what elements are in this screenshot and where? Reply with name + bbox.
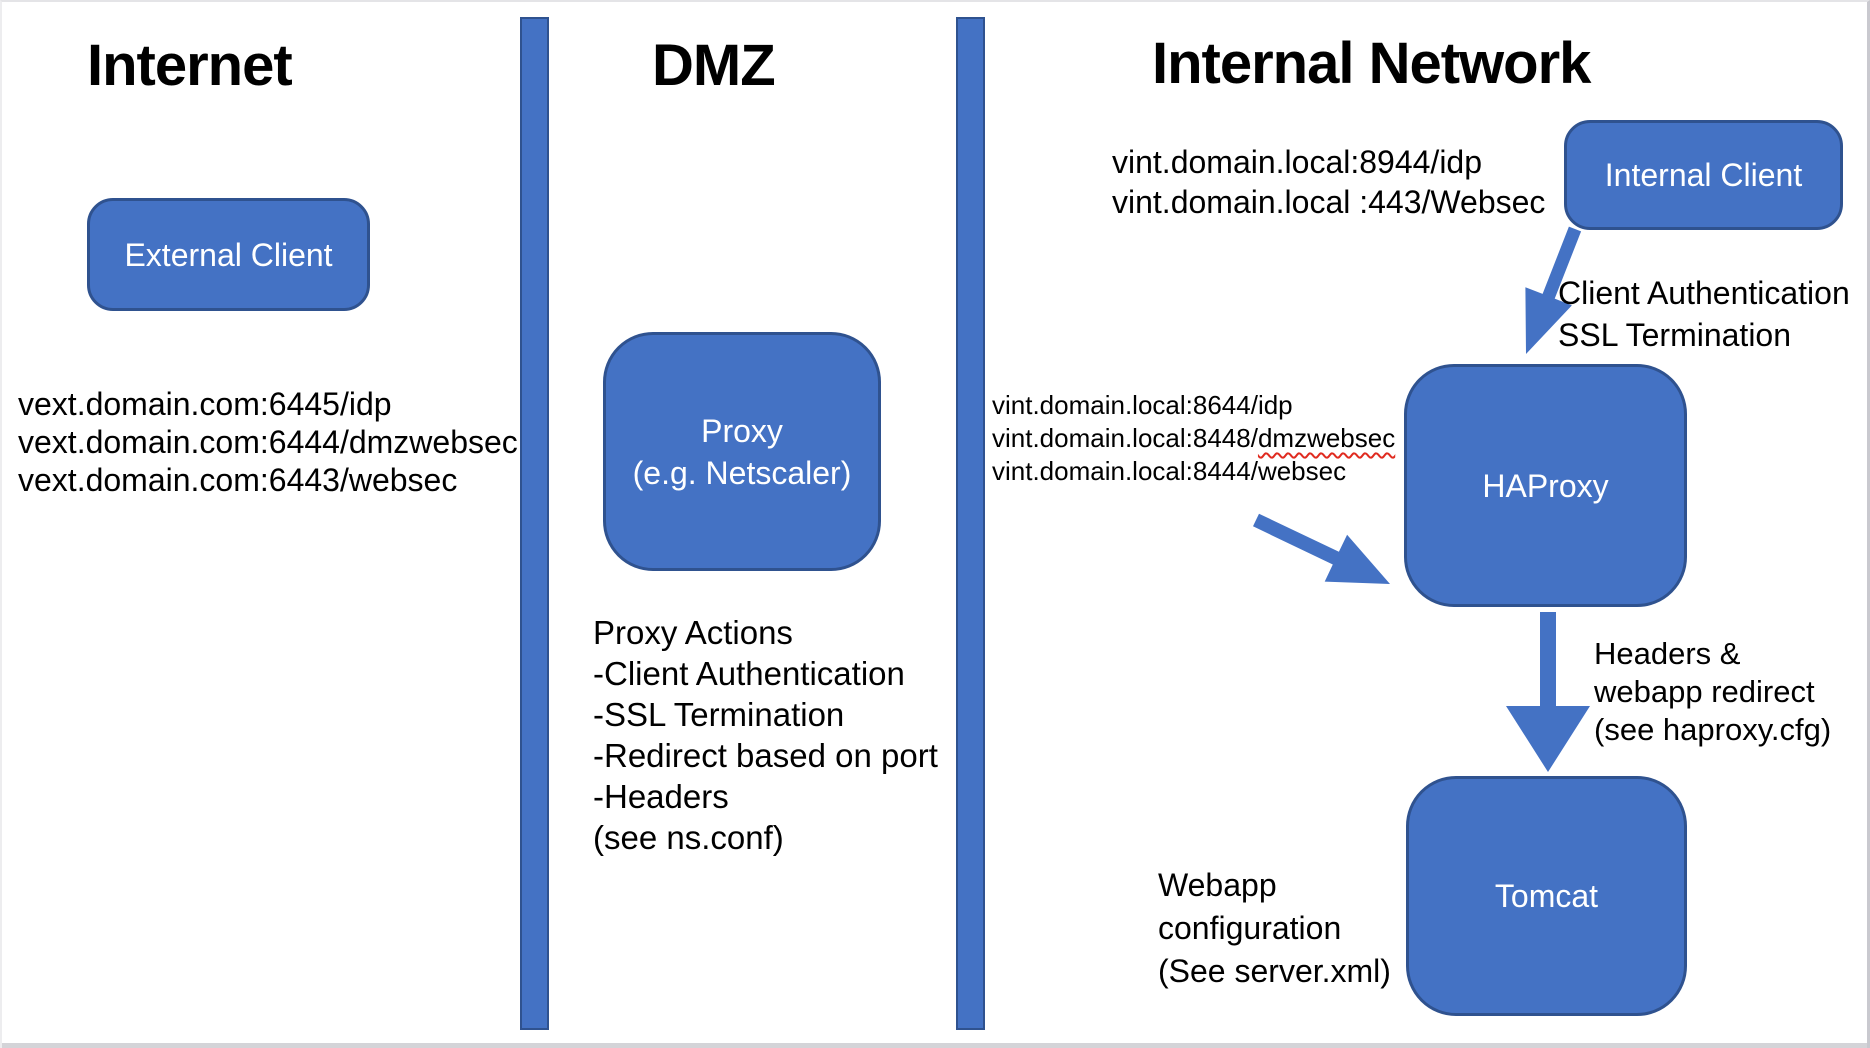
- external-endpoint-line: vext.domain.com:6443/websec: [18, 462, 458, 498]
- dmz-zone-heading: DMZ: [652, 33, 776, 98]
- tomcat-node: Tomcat: [1406, 776, 1687, 1016]
- haproxy-endpoint-line: vint.domain.local:8644/idp: [992, 390, 1293, 420]
- internal-client-endpoint-line: vint.domain.local :443/Websec: [1112, 184, 1546, 220]
- internal-client-endpoint-line: vint.domain.local:8944/idp: [1112, 144, 1483, 180]
- external-endpoint-line: vext.domain.com:6444/dmzwebsec: [18, 424, 518, 460]
- haproxy-endpoint-line: vint.domain.local:8448/dmzwebsec: [992, 422, 1395, 455]
- proxy-actions-line: (see ns.conf): [593, 819, 784, 856]
- tomcat-label: Tomcat: [1494, 878, 1599, 914]
- haproxy-endpoint-line: vint.domain.local:8444/websec: [992, 456, 1347, 486]
- proxy-actions-line: Proxy Actions: [593, 614, 793, 651]
- proxy-actions-line: -SSL Termination: [593, 696, 845, 733]
- haproxy-tomcat-arrow-label: Headers & webapp redirect (see haproxy.c…: [1594, 635, 1831, 749]
- external-endpoints-list: vext.domain.com:6445/idp vext.domain.com…: [18, 385, 518, 499]
- internal-client-endpoints-list: vint.domain.local:8944/idp vint.domain.l…: [1112, 142, 1545, 222]
- tomcat-config-note-line: configuration: [1158, 910, 1342, 946]
- proxy-actions-line: -Client Authentication: [593, 655, 905, 692]
- dmz-internal-divider-bar: [956, 17, 985, 1030]
- client-arrow-label-line: Client Authentication: [1558, 275, 1850, 311]
- internal-client-label: Internal Client: [1604, 157, 1803, 193]
- internal-client-node: Internal Client: [1564, 120, 1843, 230]
- external-endpoint-line: vext.domain.com:6445/idp: [18, 386, 392, 422]
- external-client-node: External Client: [87, 198, 370, 311]
- slide-bottom-edge: [2, 1043, 1867, 1048]
- proxy-actions-line: -Redirect based on port: [593, 737, 938, 774]
- haproxy-tomcat-arrow-label-line: Headers &: [1594, 636, 1741, 671]
- haproxy-endpoint-prefix: vint.domain.local:8448/: [992, 423, 1258, 453]
- proxy-node: Proxy (e.g. Netscaler): [603, 332, 881, 571]
- proxy-actions-list: Proxy Actions -Client Authentication -SS…: [593, 612, 938, 858]
- internet-zone-heading: Internet: [87, 33, 293, 98]
- haproxy-tomcat-arrow-label-line: webapp redirect: [1594, 674, 1815, 709]
- haproxy-to-tomcat-arrow: [1506, 612, 1590, 772]
- haproxy-endpoints-list: vint.domain.local:8644/idp vint.domain.l…: [992, 389, 1395, 488]
- tomcat-config-note-line: Webapp: [1158, 867, 1277, 903]
- haproxy-tomcat-arrow-label-line: (see haproxy.cfg): [1594, 712, 1832, 747]
- tomcat-config-note: Webapp configuration (See server.xml): [1158, 864, 1391, 993]
- haproxy-node: HAProxy: [1404, 364, 1687, 607]
- endpoints-to-haproxy-arrow: [1253, 513, 1390, 584]
- external-client-label: External Client: [124, 236, 333, 273]
- proxy-actions-line: -Headers: [593, 778, 729, 815]
- haproxy-endpoint-misspelled-word: dmzwebsec: [1257, 423, 1396, 453]
- internet-dmz-divider-bar: [520, 17, 549, 1030]
- proxy-label-line1: Proxy: [701, 412, 783, 449]
- haproxy-label: HAProxy: [1482, 467, 1609, 504]
- client-arrow-label-line: SSL Termination: [1558, 317, 1792, 353]
- proxy-label-line2: (e.g. Netscaler): [632, 454, 852, 491]
- internal-network-zone-heading: Internal Network: [1152, 31, 1591, 96]
- client-arrow-label: Client Authentication SSL Termination: [1558, 272, 1850, 356]
- tomcat-config-note-line: (See server.xml): [1158, 953, 1391, 989]
